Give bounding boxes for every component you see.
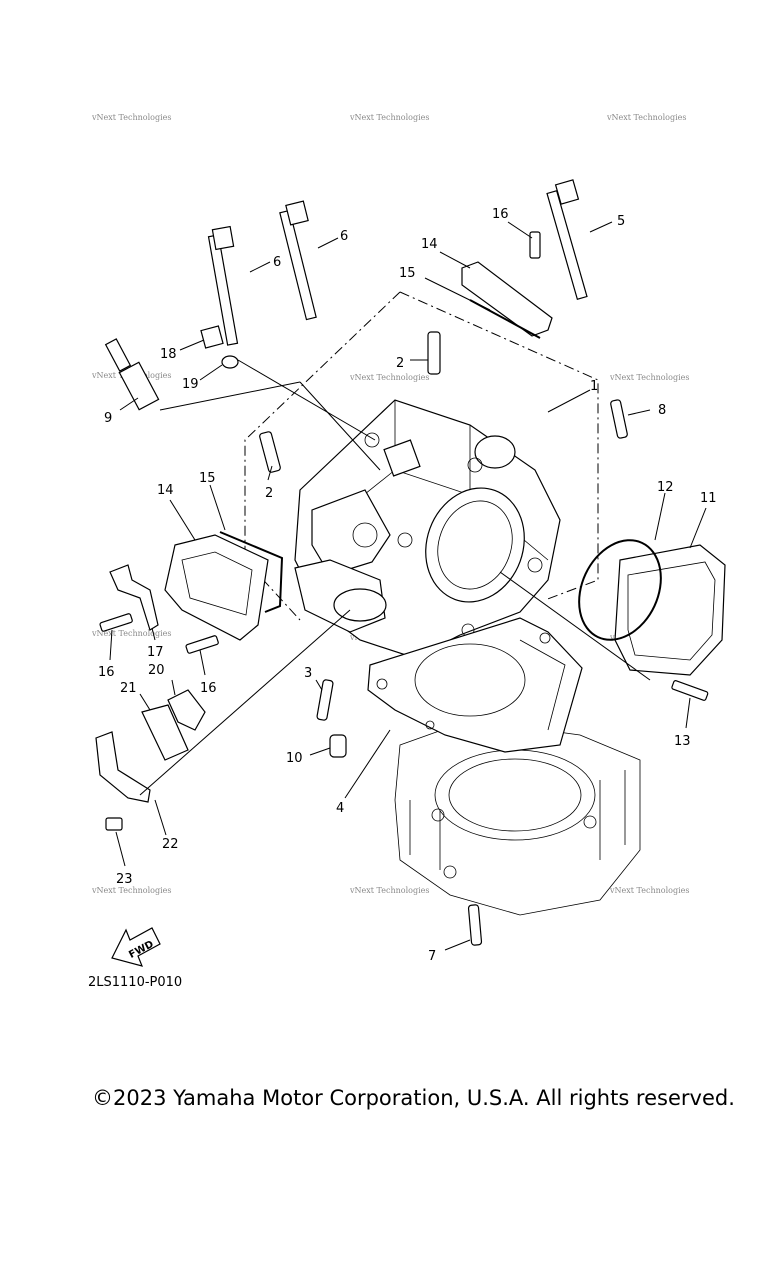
bolt <box>610 399 628 439</box>
bolt <box>529 231 541 259</box>
bolt <box>99 613 133 632</box>
callout-17: 17 <box>147 645 164 660</box>
cylinder-head <box>294 399 561 659</box>
callout-22: 22 <box>162 837 179 852</box>
dowel-pin <box>316 679 334 721</box>
callout-21: 21 <box>120 681 137 696</box>
callout-14: 14 <box>421 237 438 252</box>
callout-2: 2 <box>396 356 404 371</box>
callout-5: 5 <box>617 214 625 229</box>
breather-pipe <box>109 564 159 631</box>
callout-19: 19 <box>182 377 199 392</box>
callout-7: 7 <box>428 949 436 964</box>
washer <box>221 355 239 369</box>
callout-16: 16 <box>200 681 217 696</box>
o-ring <box>578 539 662 641</box>
watermark: vNext Technologies <box>609 886 689 895</box>
assembly-boundary <box>244 291 599 621</box>
callout-20: 20 <box>148 663 165 678</box>
callout-11: 11 <box>700 491 717 506</box>
watermark: vNext Technologies <box>349 886 429 895</box>
callout-4: 4 <box>336 801 344 816</box>
callout-9: 9 <box>104 411 112 426</box>
watermark: vNext Technologies <box>91 629 171 638</box>
head-cover-top <box>461 261 553 339</box>
callout-16: 16 <box>98 665 115 680</box>
callout-10: 10 <box>286 751 303 766</box>
callout-12: 12 <box>657 480 674 495</box>
watermark: vNext Technologies <box>91 113 171 122</box>
callout-6: 6 <box>340 229 348 244</box>
callout-13: 13 <box>674 734 691 749</box>
callout-15: 15 <box>399 266 416 281</box>
reed-gasket <box>141 704 189 761</box>
air-pipe <box>95 731 151 803</box>
watermark: vNext Technologies <box>606 113 686 122</box>
watermark: vNext Technologies <box>91 886 171 895</box>
callout-18: 18 <box>160 347 177 362</box>
stud-bolt <box>467 904 483 946</box>
watermark: vNext Technologies <box>349 113 429 122</box>
fwd-arrow: FWD <box>111 927 161 967</box>
head-gasket <box>367 617 583 753</box>
valve-guide <box>259 431 281 473</box>
callout-1: 1 <box>590 379 598 394</box>
side-cover <box>578 539 726 676</box>
reference-code: 2LS1110-P010 <box>88 975 182 990</box>
watermark: vNext Technologies <box>609 373 689 382</box>
watermark: vNext Technologies <box>349 373 429 382</box>
bolt <box>671 680 709 701</box>
bolt <box>200 325 224 349</box>
callout-8: 8 <box>658 403 666 418</box>
copyright-notice: ©2023 Yamaha Motor Corporation, U.S.A. A… <box>92 1086 735 1110</box>
head-bolts <box>207 179 588 346</box>
callouts: 1 2 2 3 4 5 6 6 7 8 9 10 11 12 13 14 14 … <box>98 207 717 964</box>
callout-23: 23 <box>116 872 133 887</box>
bolt <box>105 817 123 831</box>
callout-2: 2 <box>265 486 273 501</box>
plug <box>329 734 347 758</box>
reed-valve <box>167 689 206 731</box>
callout-15: 15 <box>199 471 216 486</box>
callout-14: 14 <box>157 483 174 498</box>
head-cover-left <box>164 531 284 641</box>
callout-16: 16 <box>492 207 509 222</box>
spark-plug <box>104 338 160 411</box>
bolt <box>185 635 219 654</box>
valve-guide <box>427 331 441 375</box>
callout-3: 3 <box>304 666 312 681</box>
callout-6: 6 <box>273 255 281 270</box>
leader-lines <box>109 221 707 951</box>
